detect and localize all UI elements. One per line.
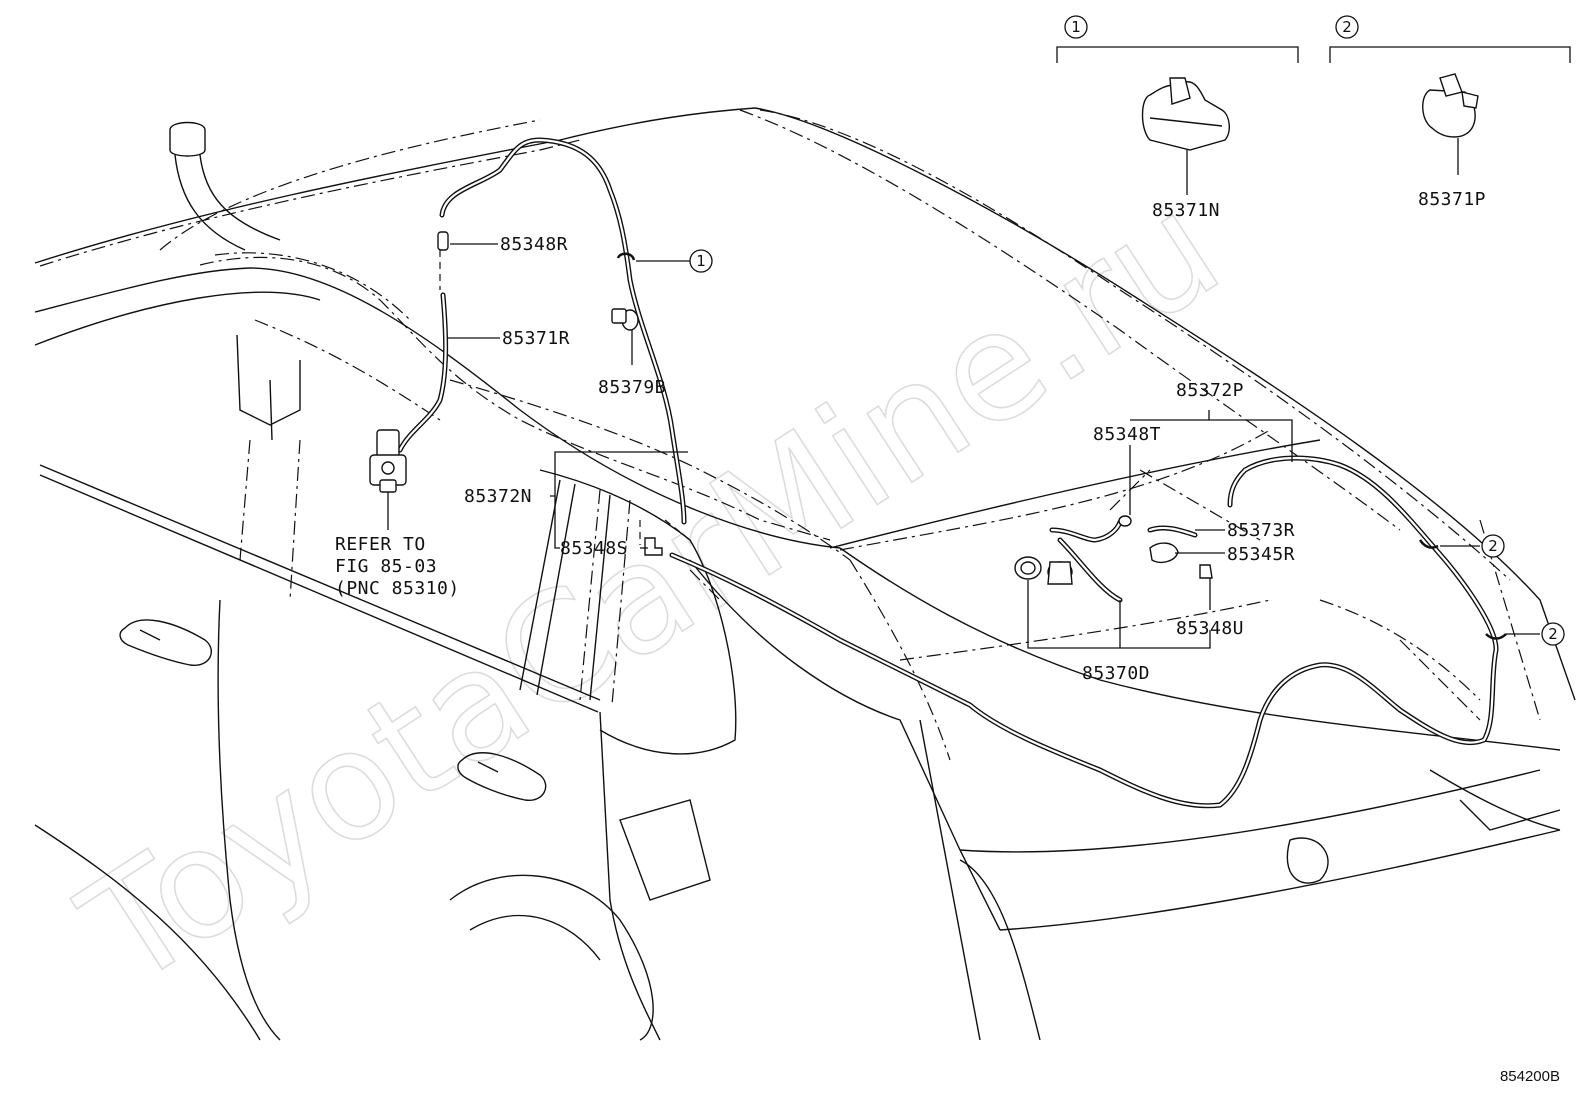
- callout-group-1: 1 85371N: [1056, 15, 1299, 221]
- callout-group-1-number: 1: [1071, 18, 1081, 36]
- hose-callout-2a-number: 2: [1488, 537, 1498, 555]
- hose-callout-2b-number: 2: [1548, 625, 1558, 643]
- figure-code: 854200B: [1500, 1068, 1560, 1085]
- joint-85348R: [437, 231, 449, 251]
- clip-marker-2b: [1485, 633, 1507, 640]
- leader-lines: [447, 243, 1540, 649]
- label-85348T: 85348T: [1093, 424, 1161, 445]
- vehicle-body-outline: [34, 107, 1576, 1041]
- label-85348U: 85348U: [1176, 618, 1244, 639]
- clip-marker-2a: [1418, 539, 1439, 549]
- label-85345R: 85345R: [1227, 544, 1295, 565]
- label-85373R: 85373R: [1227, 520, 1295, 541]
- label-85370D: 85370D: [1082, 663, 1150, 684]
- hose-callout-2a: 2: [1481, 534, 1505, 558]
- label-85371P: 85371P: [1418, 189, 1486, 210]
- label-85372N: 85372N: [464, 486, 532, 507]
- label-85379B: 85379B: [598, 377, 666, 398]
- reference-note-line1: REFER TO: [335, 534, 426, 555]
- reference-note-line3: (PNC 85310): [335, 578, 460, 599]
- washer-hose-rear: [669, 455, 1499, 809]
- label-85348S: 85348S: [560, 538, 628, 559]
- clip-marker-1: [616, 252, 636, 261]
- watermark-text: ToyotaCarMine.ru: [54, 161, 1249, 1021]
- reference-note: REFER TO FIG 85-03 (PNC 85310): [335, 492, 460, 599]
- reference-note-line2: FIG 85-03: [335, 556, 437, 577]
- clamp-85379B: [611, 308, 639, 331]
- joint-85348U: [1199, 564, 1213, 579]
- callout-circle-1: [1064, 15, 1088, 39]
- washer-hose-front: [397, 137, 687, 525]
- hose-callout-1: 1: [689, 249, 713, 273]
- joint-85348S: [644, 537, 663, 556]
- callout-group-2: 2 85371P: [1329, 15, 1571, 210]
- label-85372P: 85372P: [1176, 380, 1244, 401]
- callout-circle-2: [1335, 15, 1359, 39]
- hose-callout-2b: 2: [1541, 622, 1565, 646]
- clip-85371N: [1141, 77, 1230, 151]
- label-85348R: 85348R: [500, 234, 568, 255]
- pump-motor: [369, 429, 407, 493]
- joint-85348T: [1118, 515, 1132, 527]
- vehicle-phantom-lines: [39, 109, 1541, 761]
- nozzle-85370D: [1014, 556, 1073, 585]
- label-85371R: 85371R: [502, 328, 570, 349]
- hose-callout-1-number: 1: [696, 252, 706, 270]
- clip-85371P: [1422, 73, 1479, 138]
- check-valve-85345R: [1149, 542, 1179, 564]
- label-85371N: 85371N: [1152, 200, 1220, 221]
- callout-group-2-number: 2: [1342, 18, 1352, 36]
